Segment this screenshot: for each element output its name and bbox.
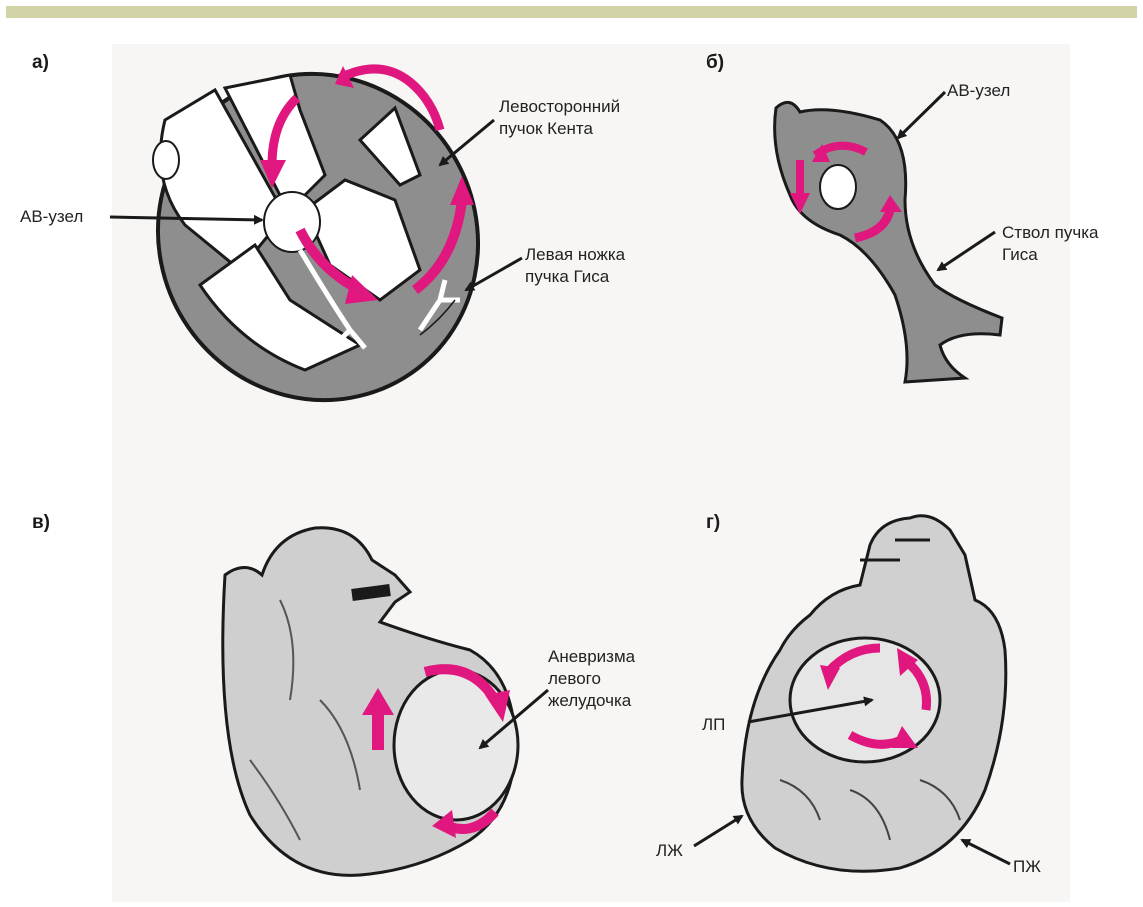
- label-av-node-a: АВ-узел: [20, 206, 83, 228]
- panel-g-letter: г): [706, 512, 720, 534]
- label-left-ventricle: ЛЖ: [656, 840, 683, 862]
- label-kent-line-2: пучок Кента: [499, 118, 620, 140]
- label-aneurysm-line-1: Аневризма: [548, 646, 635, 668]
- panel-a-letter: а): [32, 52, 49, 74]
- panel-b-letter: б): [706, 52, 724, 74]
- panel-b-av-node: [775, 92, 1002, 382]
- panel-v-aneurysm-heart: [223, 528, 548, 876]
- label-his-trunk-line-2: Гиса: [1002, 244, 1098, 266]
- panel-v-letter: в): [32, 512, 50, 534]
- label-his-trunk: Ствол пучка Гиса: [1002, 222, 1098, 266]
- label-left-bundle-line-2: пучка Гиса: [525, 266, 625, 288]
- label-aneurysm: Аневризма левого желудочка: [548, 646, 635, 712]
- label-left-atrium: ЛП: [702, 714, 725, 736]
- label-kent-line-1: Левосторонний: [499, 96, 620, 118]
- label-aneurysm-line-3: желудочка: [548, 690, 635, 712]
- label-left-bundle-line-1: Левая ножка: [525, 244, 625, 266]
- panel-g-atrial-heart: [694, 516, 1010, 872]
- label-kent-bundle: Левосторонний пучок Кента: [499, 96, 620, 140]
- label-aneurysm-line-2: левого: [548, 668, 635, 690]
- label-his-trunk-line-1: Ствол пучка: [1002, 222, 1098, 244]
- label-av-node-b: АВ-узел: [947, 80, 1010, 102]
- label-left-bundle-branch: Левая ножка пучка Гиса: [525, 244, 625, 288]
- panel-a-heart-section: [97, 13, 540, 460]
- label-right-ventricle: ПЖ: [1013, 856, 1041, 878]
